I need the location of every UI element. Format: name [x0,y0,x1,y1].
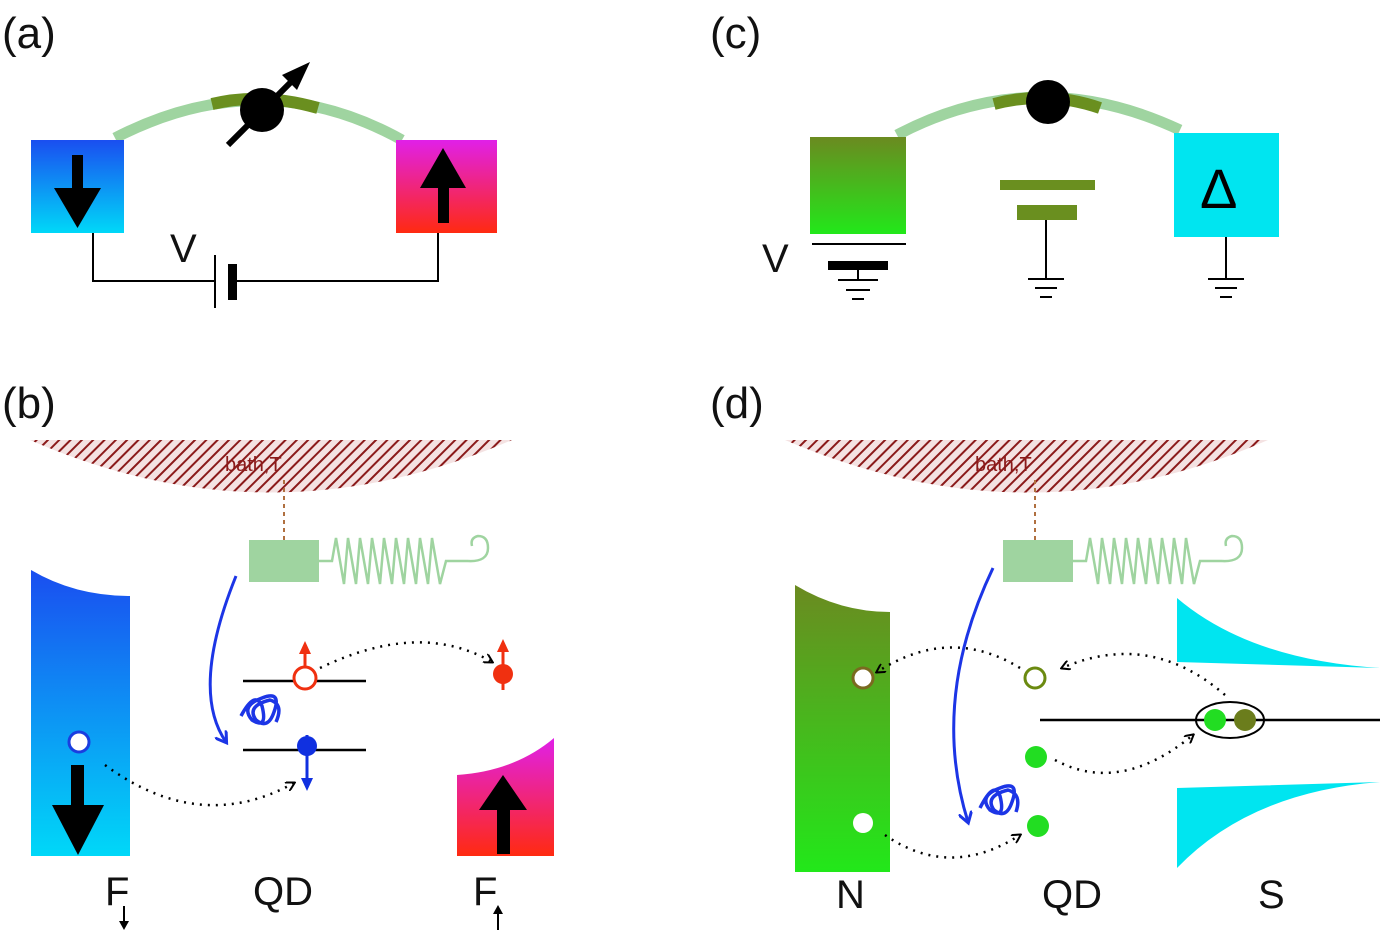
arrow-down-icon [72,155,83,195]
tunnel-path-in-d [884,835,1020,859]
tunnel-path-electron-d [1054,735,1193,775]
superconductor-c [1174,133,1279,237]
electron-spin-up-b [493,664,513,684]
tunnel-path-hole-d [877,646,1021,672]
phonon-emission-arrow-b [208,575,238,742]
lead-label-right-b: F [473,870,497,914]
voltage-label-c: V [762,237,789,281]
resonator-spring-b [319,537,468,585]
spring-hook-icon [467,534,490,563]
superconductor-dos-lower [1177,782,1380,868]
electron-spin-down-b [297,736,317,756]
empty-spin-up-state [292,665,318,691]
arrow-up-icon [420,148,466,188]
voltage-label-a: V [170,227,197,271]
bath-label-b: bath,T [225,454,282,476]
superconductor-dos-upper [1177,598,1380,668]
electron-green-lower-d [1027,815,1049,837]
gate-plate-top [1000,180,1095,190]
arrow-down-icon [71,765,84,810]
panel-a-label: (a) [2,9,56,58]
thermal-bath-b [30,440,512,493]
lead-label-left-d: N [836,873,865,917]
electron-green-upper-d [1025,746,1047,768]
thermal-bath-d [785,440,1268,493]
quantum-dot-c [1026,80,1070,124]
hole-olive-d [851,666,875,690]
battery-plate-short-c [828,261,888,270]
cooper-electron-2 [1234,709,1256,731]
resonator-mass-b [249,540,319,582]
phonon-wave-icon [239,694,281,726]
spin-up-arrow-icon [497,639,509,652]
dot-label-d: QD [1042,873,1102,917]
spin-up-arrow-icon [299,641,311,654]
lead-label-left-b: F [105,870,129,914]
battery-plate-short [228,264,237,300]
panel-b-label: (b) [2,379,56,428]
dot-spin-arrow-a [225,78,295,148]
phonon-wave-icon [978,784,1020,816]
empty-state-olive-d [1023,666,1047,690]
panel-a: (a) V [2,9,497,308]
dot-spin-arrow-head-icon [282,62,310,90]
cooper-electron-1 [1204,709,1226,731]
panel-b: (b) bath,T [2,379,554,930]
spin-down-arrow-icon [301,778,313,791]
panel-d: (d) bath,T N QD S [710,379,1380,917]
resonator-spring-d [1073,537,1222,585]
spring-hook-icon [1221,534,1244,563]
arrow-up-icon [479,775,527,810]
tunnel-path-cooper-d [1062,652,1226,696]
cooper-pair-d [1195,701,1265,739]
gap-label: Δ [1200,157,1237,220]
panel-c-label: (c) [710,9,761,58]
panel-c: (c) V Δ [710,9,1279,300]
normal-lead-c [810,137,906,234]
bath-label-d: bath,T [975,454,1032,476]
circuit-wire-right [236,233,439,282]
phonon-emission-arrow-d [952,567,995,822]
dot-label-b: QD [253,870,313,914]
tunnel-path-out-b [319,641,492,670]
gate-plate-bottom [1017,205,1077,220]
lead-label-right-d: S [1258,873,1285,917]
ferro-lead-down-b [31,570,130,856]
panel-d-label: (d) [710,379,764,428]
resonator-mass-d [1003,540,1073,582]
electron-state-white-d [853,813,873,833]
circuit-wire-left [92,233,215,282]
tunnel-path-in-b [104,763,294,807]
normal-lead-d [795,585,890,872]
hole-blue-b [67,730,91,754]
